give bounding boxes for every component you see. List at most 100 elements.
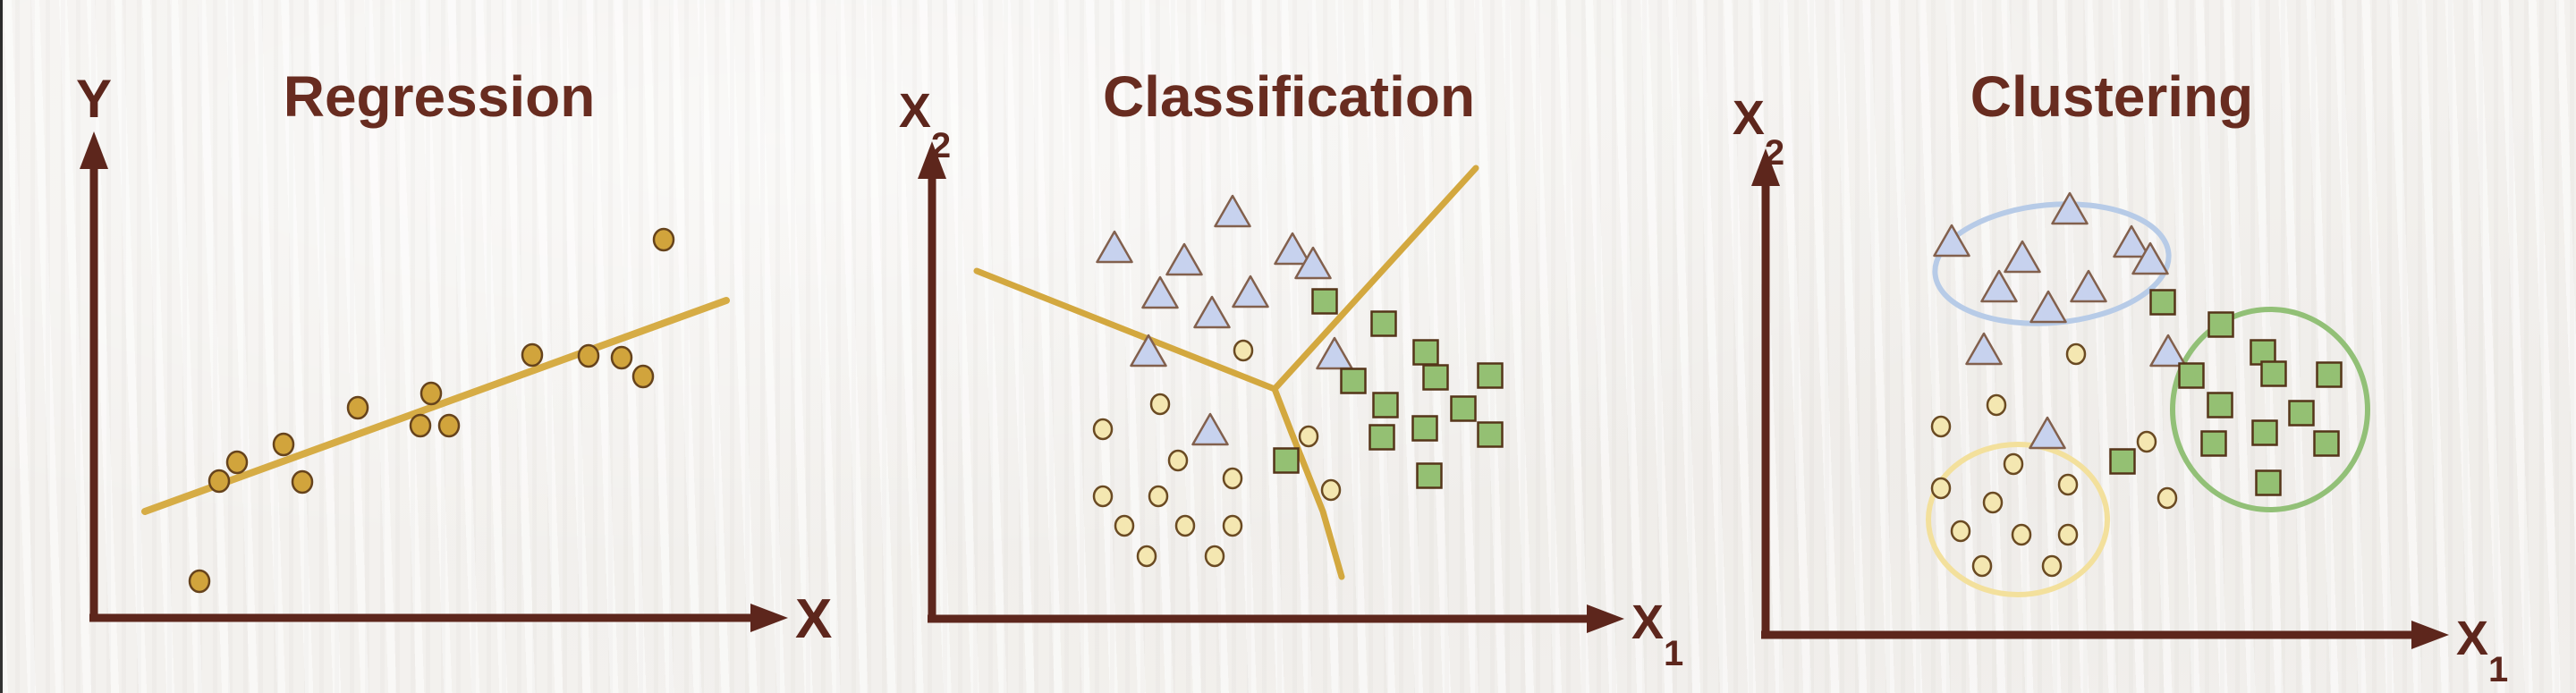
y-axis-arrowhead — [80, 131, 108, 169]
y-axis-label: X2 — [899, 84, 951, 165]
square-marker — [2255, 469, 2282, 496]
circle-marker — [1222, 467, 1243, 490]
triangle-marker — [1274, 232, 1311, 266]
regression-dot — [521, 342, 544, 368]
circle-marker — [1222, 514, 1243, 537]
triangle-marker — [1294, 246, 1332, 280]
circle-marker — [1204, 545, 1225, 568]
regression-dot — [631, 364, 655, 389]
square-marker — [1368, 424, 1395, 451]
triangle-marker — [2051, 191, 2089, 225]
y-axis-label: Y — [76, 69, 112, 129]
circle-marker — [1148, 485, 1169, 508]
square-marker — [1370, 310, 1397, 337]
regression-dot — [409, 413, 432, 438]
x-axis-arrowhead — [750, 604, 788, 632]
regression-dot — [419, 381, 443, 406]
panel-title-clustering: Clustering — [1970, 64, 2254, 129]
triangle-marker — [1096, 230, 1133, 264]
circle-marker — [2057, 473, 2079, 496]
triangle-marker — [2029, 290, 2067, 324]
triangle-marker — [2029, 416, 2066, 450]
triangle-marker — [1191, 412, 1229, 446]
regression-dot — [610, 345, 633, 370]
square-marker — [1340, 368, 1367, 394]
x-axis-arrowhead — [1587, 604, 1624, 633]
circle-marker — [1950, 520, 1971, 543]
regression-dot — [188, 569, 211, 594]
triangle-marker — [2113, 224, 2150, 258]
square-marker — [2288, 400, 2315, 427]
circle-marker — [2011, 523, 2032, 546]
x-axis-label: X1 — [2456, 612, 2508, 689]
y-axis-arrowhead — [918, 141, 946, 179]
panel-title-regression: Regression — [283, 64, 596, 129]
square-marker — [2313, 430, 2340, 457]
triangle-marker — [2004, 240, 2041, 274]
square-marker — [2207, 392, 2233, 418]
triangle-marker — [2070, 269, 2107, 303]
triangle-marker — [1232, 275, 1269, 308]
x-axis-arrowhead — [2411, 621, 2449, 649]
square-marker — [2316, 361, 2343, 388]
circle-marker — [1298, 425, 1319, 448]
square-marker — [1422, 364, 1449, 391]
regression-dot — [346, 395, 369, 420]
circle-marker — [1930, 477, 1952, 500]
circle-marker — [1092, 418, 1114, 441]
square-marker — [2207, 311, 2234, 338]
triangle-marker — [1933, 224, 1970, 258]
triangle-marker — [1980, 269, 2018, 303]
square-marker — [1273, 447, 1300, 474]
triangle-marker — [2149, 334, 2187, 368]
circle-marker — [1149, 393, 1171, 416]
x-axis-label: X — [795, 588, 832, 650]
regression-dot — [291, 469, 314, 494]
square-marker — [2251, 419, 2278, 446]
decision-boundary-line — [1271, 385, 1345, 580]
circle-marker — [1233, 339, 1254, 362]
triangle-marker — [1141, 275, 1179, 309]
circle-marker — [1167, 449, 1189, 472]
x-axis-label: X1 — [1631, 596, 1683, 673]
circle-marker — [1320, 478, 1342, 502]
screen-edge-artifact — [0, 0, 3, 693]
triangle-marker — [1193, 295, 1231, 329]
square-marker — [1450, 395, 1477, 422]
regression-plot: YX — [76, 69, 832, 650]
circle-marker — [2157, 486, 2178, 510]
circle-marker — [1971, 554, 1993, 578]
panel-title-classification: Classification — [1102, 64, 1476, 129]
circle-marker — [1930, 415, 1952, 438]
y-axis-arrowhead — [1751, 148, 1780, 186]
triangle-marker — [1165, 242, 1203, 276]
square-marker — [1416, 462, 1443, 489]
square-marker — [1372, 392, 1399, 418]
triangle-marker — [1130, 334, 1167, 368]
regression-dot — [272, 432, 295, 457]
trend-line — [141, 297, 730, 515]
square-marker — [2200, 430, 2227, 457]
regression-dot — [208, 469, 231, 494]
square-marker — [1311, 288, 1338, 315]
circle-marker — [1986, 393, 2007, 417]
square-marker — [2260, 360, 2287, 387]
square-marker — [2109, 448, 2136, 475]
y-axis-label: X2 — [1733, 91, 1784, 173]
regression-dot — [577, 343, 600, 368]
cluster-ellipse — [2170, 307, 2370, 512]
decision-boundary-line — [1271, 165, 1479, 393]
circle-marker — [1092, 485, 1114, 508]
square-marker — [1411, 415, 1438, 442]
circle-marker — [2041, 554, 2063, 578]
regression-dot — [225, 450, 249, 475]
circle-marker — [2057, 523, 2079, 546]
circle-marker — [1136, 545, 1157, 568]
square-marker — [1477, 362, 1504, 389]
triangle-marker — [1316, 336, 1353, 370]
